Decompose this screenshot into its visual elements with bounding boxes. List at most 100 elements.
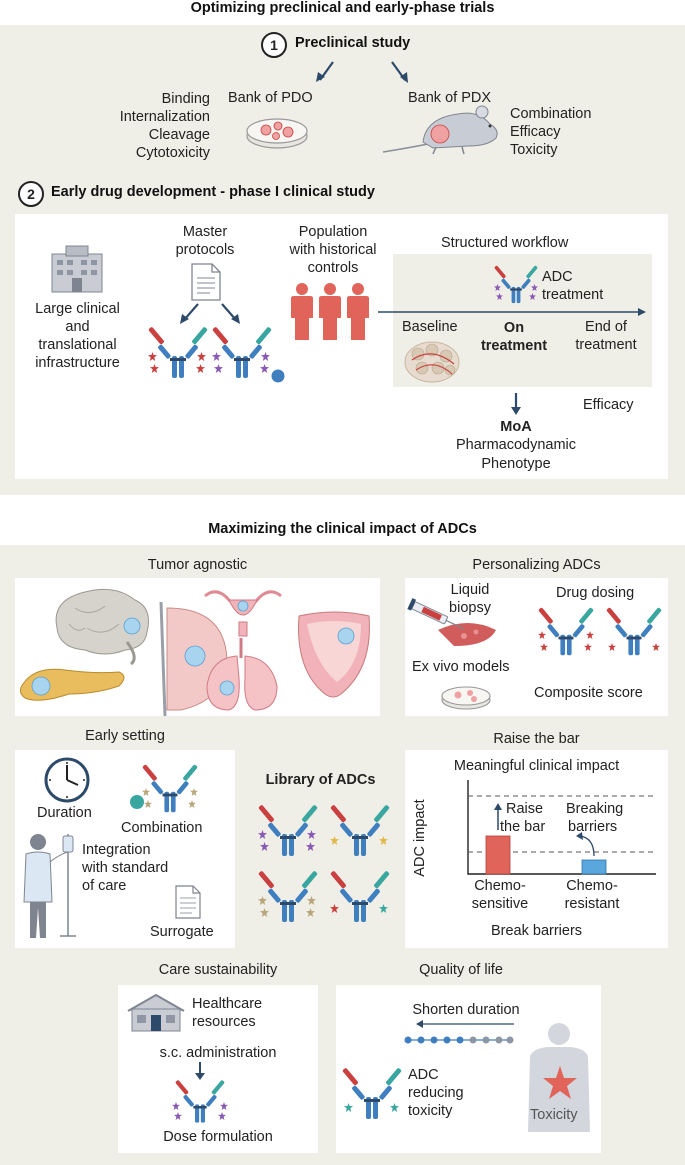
moa-arrow [511,393,521,415]
raise-label-line2: the bar [500,819,546,835]
workflow-baseline: Baseline [402,319,458,335]
moa-label: MoA [500,419,532,435]
qol-adc-line3: toxicity [408,1103,453,1119]
top-title: Optimizing preclinical and early-phase t… [190,0,495,16]
body-icon [528,1023,590,1132]
tumor-icon [404,341,460,383]
raise-label-line1: Raise [506,801,544,817]
section1-title: Preclinical study [295,35,411,51]
antibody-icon [258,870,318,922]
pdo-label: Bank of PDO [228,90,313,106]
raise-title: Raise the bar [493,731,580,747]
antibody-icon [142,764,198,813]
personal-composite: Composite score [534,685,643,701]
early-title: Early setting [85,728,165,744]
pdx-label: Bank of PDX [408,90,492,106]
mouse-icon [382,105,498,155]
workflow-adc-line2: treatment [542,287,604,303]
raise-chart [467,780,656,875]
moa-pharmacodynamic: Pharmacodynamic [455,437,577,453]
early-surrogate: Surrogate [150,924,214,940]
infra-line1: Large clinical [35,301,120,317]
pdo-pdx-arrows [316,61,408,83]
bar-chemo-sensitive [485,835,511,875]
antibody-icon [330,804,390,856]
raise-ylabel: ADC impact [412,799,428,877]
qol-adc-line1: ADC [408,1067,439,1083]
cat2-line1: Chemo- [566,878,618,894]
petri-dish-icon [246,118,308,149]
raise-footer: Break barriers [490,923,583,939]
population-line3: controls [307,260,359,276]
workflow-efficacy: Efficacy [583,397,634,413]
qol-adc-line2: reducing [408,1085,464,1101]
pdx-efficacy: Efficacy [510,124,561,140]
document-icon [175,885,201,919]
document-icon [191,263,221,301]
antibody-icon [148,326,208,378]
breaking-line2: barriers [568,819,618,835]
section1-number: 1 [270,37,278,53]
personal-dosing: Drug dosing [556,585,635,601]
moa-phenotype: Phenotype [481,456,551,472]
personal-exvivo: Ex vivo models [412,659,510,675]
early-duration: Duration [37,805,92,821]
raise-box [405,750,668,948]
early-integration-line3: of care [82,878,127,894]
care-dose: Dose formulation [163,1129,273,1145]
workflow-end-line1: End of [585,319,627,335]
antibody-icon [538,607,594,656]
drug-sphere-icon [271,369,285,383]
workflow-adc-line1: ADC [542,269,573,285]
breaking-line1: Breaking [566,801,624,817]
population-line1: Population [298,224,368,240]
workflow-title: Structured workflow [441,235,569,251]
infra-line4: infrastructure [35,355,120,371]
section1-number-badge: 1 [261,32,287,58]
organs-illustration [19,588,370,717]
duration-dots [404,1020,514,1044]
clock-icon [44,757,90,803]
personal-liquid-line2: biopsy [449,600,491,616]
house-icon [127,993,185,1032]
antibody-icon [494,265,538,304]
bottom-title: Maximizing the clinical impact of ADCs [208,521,477,537]
raise-chart-title: Meaningful clinical impact [453,758,620,774]
early-integration-line2: with standard [82,860,169,876]
qol-shorten: Shorten duration [412,1002,520,1018]
qol-toxicity: Toxicity [530,1107,578,1123]
library-title: Library of ADCs [265,772,376,788]
master-line2: protocols [175,242,235,258]
assay-cytotoxicity: Cytotoxicity [135,145,210,161]
assay-internalization: Internalization [119,109,210,125]
antibody-icon [330,870,390,922]
hospital-icon [51,245,103,293]
timeline-arrow [378,308,646,316]
pdx-combination: Combination [510,106,592,122]
tumor-title: Tumor agnostic [147,557,248,573]
cat1-line1: Chemo- [474,878,526,894]
early-combination: Combination [121,820,203,836]
assay-binding: Binding [161,91,210,107]
care-healthcare-line2: resources [192,1014,256,1030]
drug-sphere-icon [130,795,144,809]
care-sc: s.c. administration [159,1045,277,1061]
care-title: Care sustainability [158,962,278,978]
cat1-line2: sensitive [471,896,529,912]
sc-arrow [195,1062,205,1080]
antibody-icon [342,1067,402,1119]
workflow-on-line1: On [503,320,525,336]
section2-number: 2 [27,186,35,202]
master-arrows [180,303,240,324]
pdx-toxicity: Toxicity [510,142,558,158]
antibody-icon [606,607,662,656]
personal-title: Personalizing ADCs [472,557,601,573]
workflow-on-line2: treatment [480,338,548,354]
assay-cleavage: Cleavage [148,127,210,143]
petri-dish-icon [441,686,491,710]
syringe-icon [407,598,496,646]
cat2-line2: resistant [564,896,620,912]
bar-chemo-resistant [581,859,607,875]
section2-number-badge: 2 [18,181,44,207]
patient-icon [23,834,76,938]
